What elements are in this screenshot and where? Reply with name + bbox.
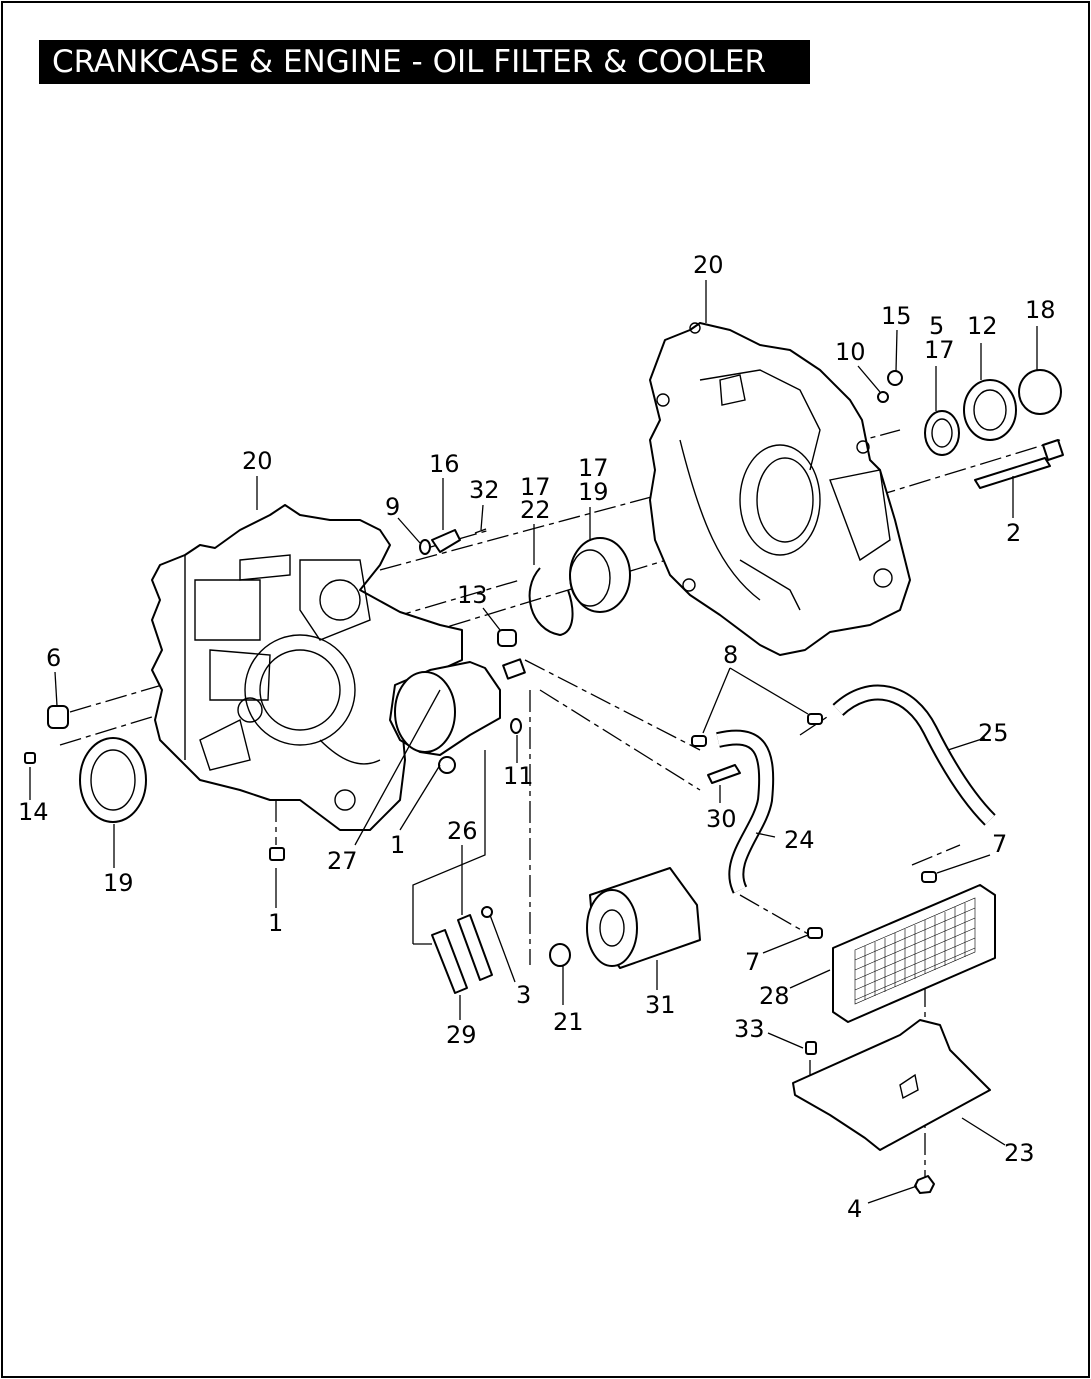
oil-cooler-hoses bbox=[691, 684, 996, 939]
callout-1-adapter: 1 bbox=[390, 831, 405, 859]
callout-24: 24 bbox=[784, 826, 815, 854]
callout-7-upper: 7 bbox=[992, 830, 1007, 858]
oil-cooler bbox=[792, 884, 996, 1151]
callout-20-right: 20 bbox=[693, 251, 724, 279]
callout-21: 21 bbox=[553, 1008, 584, 1036]
callout-17-ring: 17 bbox=[520, 473, 551, 501]
callout-20-left: 20 bbox=[242, 447, 273, 475]
callout-labels: 20 20 15 5 17 12 18 10 2 16 9 32 17 22 1… bbox=[18, 251, 1056, 1223]
callout-7-lower: 7 bbox=[745, 948, 760, 976]
callout-17-seal: 17 bbox=[924, 336, 955, 364]
callout-13: 13 bbox=[457, 581, 488, 609]
callout-16: 16 bbox=[429, 450, 460, 478]
callout-6: 6 bbox=[46, 644, 61, 672]
left-crankcase-half bbox=[151, 504, 463, 831]
leader-lines bbox=[29, 280, 1038, 1204]
callout-22: 22 bbox=[520, 496, 551, 524]
callout-5: 5 bbox=[929, 312, 944, 340]
callout-32: 32 bbox=[469, 476, 500, 504]
callout-19-left: 19 bbox=[103, 869, 134, 897]
callout-1-plug: 1 bbox=[268, 909, 283, 937]
callout-19-right: 19 bbox=[578, 478, 609, 506]
callout-28: 28 bbox=[759, 982, 790, 1010]
callout-27: 27 bbox=[327, 847, 358, 875]
callout-11: 11 bbox=[503, 762, 534, 790]
callout-17-bearing: 17 bbox=[578, 454, 609, 482]
callout-10: 10 bbox=[835, 338, 866, 366]
page-title: CRANKCASE & ENGINE - OIL FILTER & COOLER bbox=[39, 40, 810, 84]
callout-33: 33 bbox=[734, 1015, 765, 1043]
oil-filter-adapter bbox=[389, 658, 526, 774]
callout-9: 9 bbox=[385, 493, 400, 521]
callout-3: 3 bbox=[516, 981, 531, 1009]
callout-30: 30 bbox=[706, 805, 737, 833]
callout-26: 26 bbox=[447, 817, 478, 845]
callout-18: 18 bbox=[1025, 296, 1056, 324]
callout-2: 2 bbox=[1006, 519, 1021, 547]
callout-29: 29 bbox=[446, 1021, 477, 1049]
callout-31: 31 bbox=[645, 991, 676, 1019]
callout-4: 4 bbox=[847, 1195, 862, 1223]
right-crankcase-half bbox=[649, 322, 911, 656]
callout-14: 14 bbox=[18, 798, 49, 826]
small-parts bbox=[24, 369, 1064, 1194]
callout-8: 8 bbox=[723, 641, 738, 669]
callout-23: 23 bbox=[1004, 1139, 1035, 1167]
callout-12: 12 bbox=[967, 312, 998, 340]
callout-25: 25 bbox=[978, 719, 1009, 747]
callout-15: 15 bbox=[881, 302, 912, 330]
